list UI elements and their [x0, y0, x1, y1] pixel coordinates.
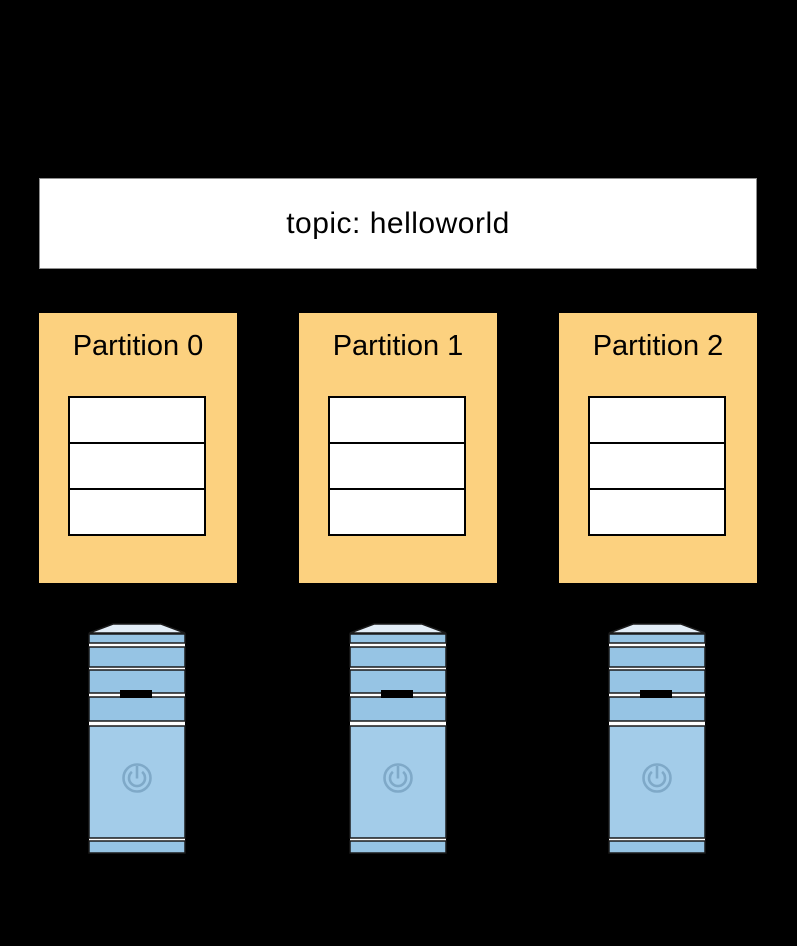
topic-box: topic: helloworld: [39, 178, 757, 269]
message-slot: [70, 398, 204, 442]
message-slot: [590, 488, 724, 534]
power-icon: [122, 763, 152, 793]
message-slot: [70, 488, 204, 534]
partition-1-label: Partition 1: [332, 330, 464, 362]
partition-2-message-table: [588, 396, 726, 536]
message-slot: [590, 442, 724, 488]
server-tower-icon: [608, 623, 706, 854]
power-icon: [383, 763, 413, 793]
server-tower-icon: [349, 623, 447, 854]
partition-0-box: Partition 0: [39, 313, 237, 583]
message-slot: [330, 398, 464, 442]
topic-label: topic: helloworld: [286, 206, 510, 240]
partition-0-label: Partition 0: [72, 330, 204, 362]
partition-2-label: Partition 2: [592, 330, 724, 362]
message-slot: [330, 442, 464, 488]
partition-2-box: Partition 2: [559, 313, 757, 583]
message-slot: [590, 398, 724, 442]
power-icon: [642, 763, 672, 793]
server-tower-icon: [88, 623, 186, 854]
message-slot: [330, 488, 464, 534]
partition-1-box: Partition 1: [299, 313, 497, 583]
partition-0-message-table: [68, 396, 206, 536]
partition-1-message-table: [328, 396, 466, 536]
message-slot: [70, 442, 204, 488]
